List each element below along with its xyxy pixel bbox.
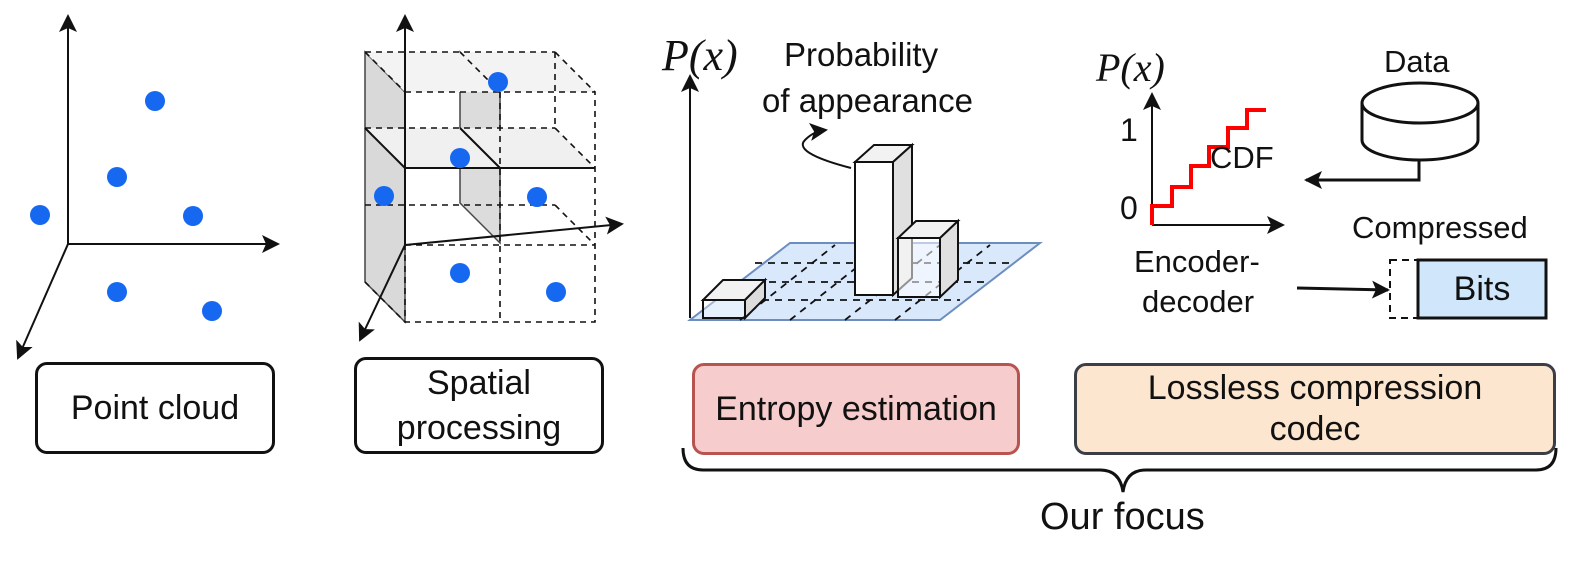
entropy-label: Entropy estimation	[715, 389, 997, 428]
histogram-bar-small	[700, 277, 768, 321]
data-label: Data	[1384, 44, 1450, 79]
bits-dashed-slot	[1389, 259, 1419, 319]
point	[527, 187, 547, 207]
encoder-to-bits-arrow	[1296, 280, 1390, 299]
codec-axis-label: P(x)	[1096, 45, 1165, 90]
data-to-cdf-arrow	[1304, 160, 1421, 189]
point	[450, 263, 470, 283]
compressed-label: Compressed	[1352, 210, 1528, 245]
cdf-tick-one: 1	[1120, 112, 1138, 148]
bits-box	[1416, 258, 1548, 320]
sp-x-axis	[404, 216, 624, 246]
cdf-step-line	[1150, 108, 1266, 225]
point	[107, 167, 127, 187]
point	[450, 148, 470, 168]
focus-label: Our focus	[1040, 496, 1205, 538]
point	[30, 205, 50, 225]
point	[107, 282, 127, 302]
bits-label: Bits	[1453, 270, 1511, 308]
point	[145, 91, 165, 111]
entropy-box: Entropy estimation	[692, 363, 1020, 455]
sp-points	[374, 72, 566, 302]
point-cloud-label: Point cloud	[70, 388, 240, 427]
annotation-line2: of appearance	[762, 82, 974, 119]
histogram-bar-medium	[895, 218, 961, 300]
point-cloud-panel	[16, 14, 280, 360]
spatial-box: Spatial processing	[354, 357, 604, 454]
codec-box: Lossless compression codec	[1074, 363, 1556, 455]
pc-points	[30, 91, 222, 321]
encoder-label-line2: decoder	[1142, 284, 1255, 319]
encoder-label-line1: Encoder-	[1134, 244, 1260, 279]
codec-panel	[1143, 81, 1548, 320]
spatial-label-line2: processing	[396, 408, 562, 447]
point	[488, 72, 508, 92]
focus-brace	[681, 447, 1558, 493]
voxel-solid-edges	[364, 127, 595, 169]
point	[202, 301, 222, 321]
sp-z-axis	[358, 244, 406, 342]
point	[183, 206, 203, 226]
annotation-line1: Probability	[784, 36, 939, 73]
codec-label-line2: codec	[1269, 410, 1361, 448]
annotation-arrow	[801, 123, 852, 169]
codec-label-line1: Lossless compression	[1147, 369, 1483, 408]
cdf-tick-zero: 0	[1120, 190, 1138, 226]
point-cloud-box: Point cloud	[35, 362, 275, 454]
cdf-label: CDF	[1210, 140, 1274, 175]
database-icon	[1360, 81, 1480, 162]
spatial-label-line1: Spatial	[427, 364, 531, 403]
entropy-panel	[681, 74, 1043, 321]
point	[374, 186, 394, 206]
entropy-axis-label: P(x)	[662, 31, 738, 80]
pc-z-axis	[16, 243, 69, 360]
top-face	[365, 52, 595, 92]
point	[546, 282, 566, 302]
spatial-panel	[358, 14, 624, 342]
